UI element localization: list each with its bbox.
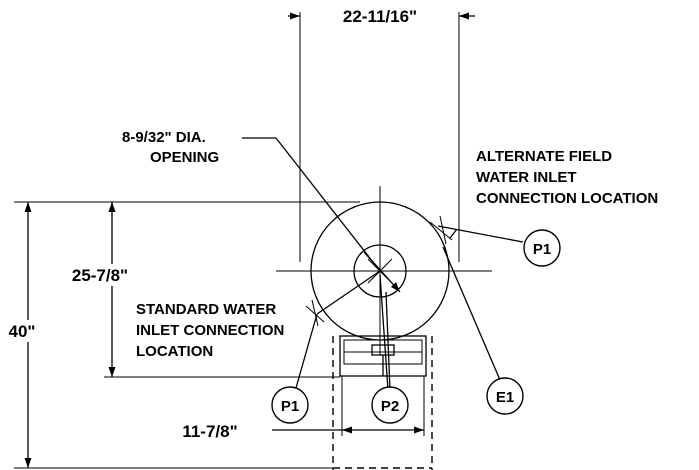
tank-base [332, 335, 433, 470]
standard-leader-to-center [316, 270, 381, 315]
opening-diameter-arrow [391, 282, 400, 292]
p1-right-bubble [523, 229, 561, 267]
base-width-right-arrow [414, 426, 424, 434]
standard-inlet-callout: STANDARD WATER INLET CONNECTION LOCATION [136, 270, 381, 389]
standard-label-line2: INLET CONNECTION [136, 322, 284, 339]
p2-leader-b [379, 274, 389, 391]
alternate-inlet-callout: ALTERNATE FIELD WATER INLET CONNECTION L… [429, 148, 658, 245]
standard-marker-b [311, 299, 319, 327]
alternate-leader-short [449, 228, 458, 239]
e1-bubble [486, 377, 524, 415]
center-height-top-arrow [108, 202, 116, 212]
e1-leader [442, 246, 501, 381]
base-width-left-arrow [342, 426, 352, 434]
opening-leader-diagonal [275, 137, 381, 272]
tank-opening-circle [353, 244, 407, 298]
tag-p1-right: P1 [523, 229, 561, 267]
p2-bubble [371, 386, 409, 424]
center-height-label: 25-7/8" [72, 266, 128, 285]
tag-p1-left: P1 [271, 386, 309, 424]
base-width-dimension: 11-7/8" [160, 376, 425, 442]
base-bracket [371, 344, 395, 356]
tag-e1: E1 [486, 377, 524, 415]
standard-label-line1: STANDARD WATER [136, 301, 276, 318]
p1-left-bubble [271, 386, 309, 424]
tag-p2: P2 [371, 386, 409, 424]
center-height-label-bg [64, 264, 128, 286]
alternate-label-line2: WATER INLET [476, 169, 577, 186]
e1-text: E1 [496, 389, 514, 406]
standard-label-line3: LOCATION [136, 343, 213, 360]
overall-height-label: 40" [9, 322, 36, 341]
alternate-label-line1: ALTERNATE FIELD [476, 148, 612, 165]
base-width-label-bg [160, 420, 256, 442]
left-arrowhead [290, 12, 300, 20]
height-label-bg [4, 320, 44, 342]
alternate-marker-b [439, 215, 447, 245]
opening-label-line1: 8-9/32" DIA. [122, 129, 206, 146]
opening-callout: 8-9/32" DIA. OPENING [122, 129, 401, 293]
top-width-dimension: 22-11/16" [288, 7, 475, 262]
center-height-bottom-arrow [108, 367, 116, 377]
overall-height-dimension: 40" [4, 201, 360, 469]
p2-text: P2 [381, 398, 399, 415]
p1-right-leader [437, 225, 524, 243]
alternate-marker-a [429, 221, 453, 241]
right-arrowhead [459, 12, 469, 20]
base-width-label: 11-7/8" [182, 422, 237, 441]
top-width-label: 22-11/16" [343, 7, 417, 26]
p1-right-text: P1 [533, 241, 551, 258]
p1-left-text: P1 [281, 398, 299, 415]
height-top-arrow [24, 202, 32, 212]
alternate-label-line3: CONNECTION LOCATION [476, 190, 658, 207]
center-height-dimension: 25-7/8" [64, 202, 340, 378]
p1-left-leader [295, 313, 318, 389]
height-bottom-arrow [24, 458, 32, 468]
p2-leader [385, 291, 391, 391]
opening-label-line2: OPENING [150, 149, 219, 166]
